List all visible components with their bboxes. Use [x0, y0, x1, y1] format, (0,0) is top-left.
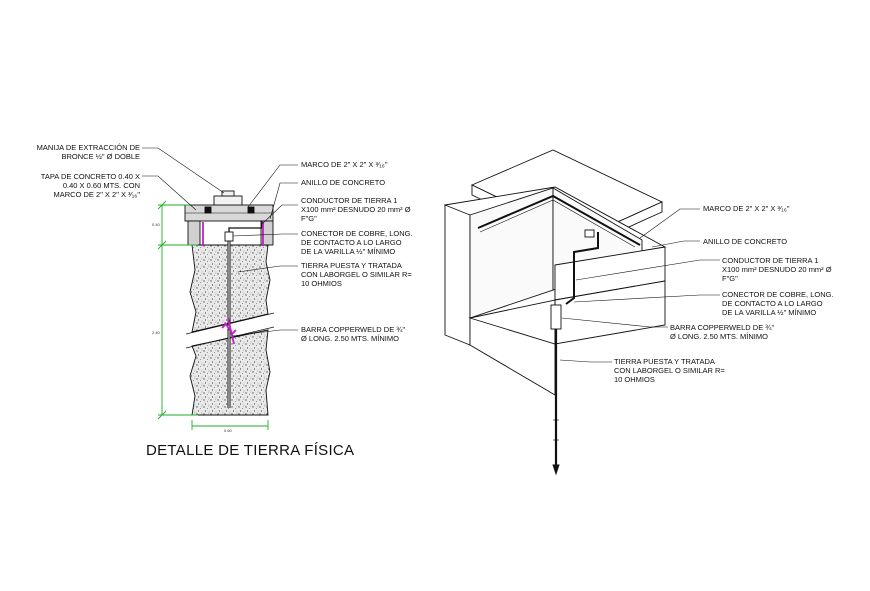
dim-side: 2.40	[152, 330, 160, 335]
label-conector-right: CONECTOR DE COBRE, LONG. DE CONTACTO A L…	[722, 290, 834, 317]
leaders-left	[142, 147, 298, 337]
extraction-handle	[213, 195, 243, 206]
dim-top: 0.40	[152, 222, 160, 227]
label-tierra-left: TIERRA PUESTA Y TRATADA CON LABORGEL O S…	[301, 261, 412, 288]
break-markers	[202, 222, 264, 345]
label-anillo-left: ANILLO DE CONCRETO	[301, 178, 386, 187]
drawing-title: DETALLE DE TIERRA FÍSICA	[146, 442, 355, 459]
label-conductor-right: CONDUCTOR DE TIERRA 1 X100 mm² DESNUDO 2…	[722, 256, 832, 283]
copper-connector	[224, 231, 234, 242]
label-barra-left: BARRA COPPERWELD DE ¾" Ø LONG. 2.50 MTS.…	[301, 325, 406, 343]
label-anillo-right: ANILLO DE CONCRETO	[703, 237, 788, 246]
label-marco-left: MARCO DE 2" X 2" X ³⁄₁₆"	[301, 160, 388, 169]
label-manija: MANIJA DE EXTRACCIÓN DE BRONCE ½" Ø DOBL…	[36, 143, 140, 161]
label-marco-right: MARCO DE 2" X 2" X ³⁄₁₆"	[703, 204, 790, 213]
iso-connector	[584, 229, 595, 238]
dimension-lines	[157, 200, 269, 430]
leaders-right	[559, 208, 720, 363]
label-conductor-left: CONDUCTOR DE TIERRA 1 X100 mm² DESNUDO 2…	[301, 196, 411, 223]
ground-conductor	[228, 221, 263, 236]
dim-bottom: 0.60	[224, 428, 232, 433]
iso-rod-clamp	[550, 304, 562, 330]
iso-conductor	[565, 232, 599, 305]
section-detail	[184, 190, 275, 416]
label-conector-left: CONECTOR DE COBRE, LONG. DE CONTACTO A L…	[301, 229, 413, 256]
isometric-detail	[443, 149, 667, 476]
label-barra-right: BARRA COPPERWELD DE ¾" Ø LONG. 2.50 MTS.…	[670, 323, 775, 341]
concrete-ring-left	[187, 220, 201, 246]
label-tapa: TAPA DE CONCRETO 0.40 X 0.40 X 0.60 MTS.…	[40, 172, 140, 199]
label-tierra-right: TIERRA PUESTA Y TRATADA CON LABORGEL O S…	[614, 357, 725, 384]
